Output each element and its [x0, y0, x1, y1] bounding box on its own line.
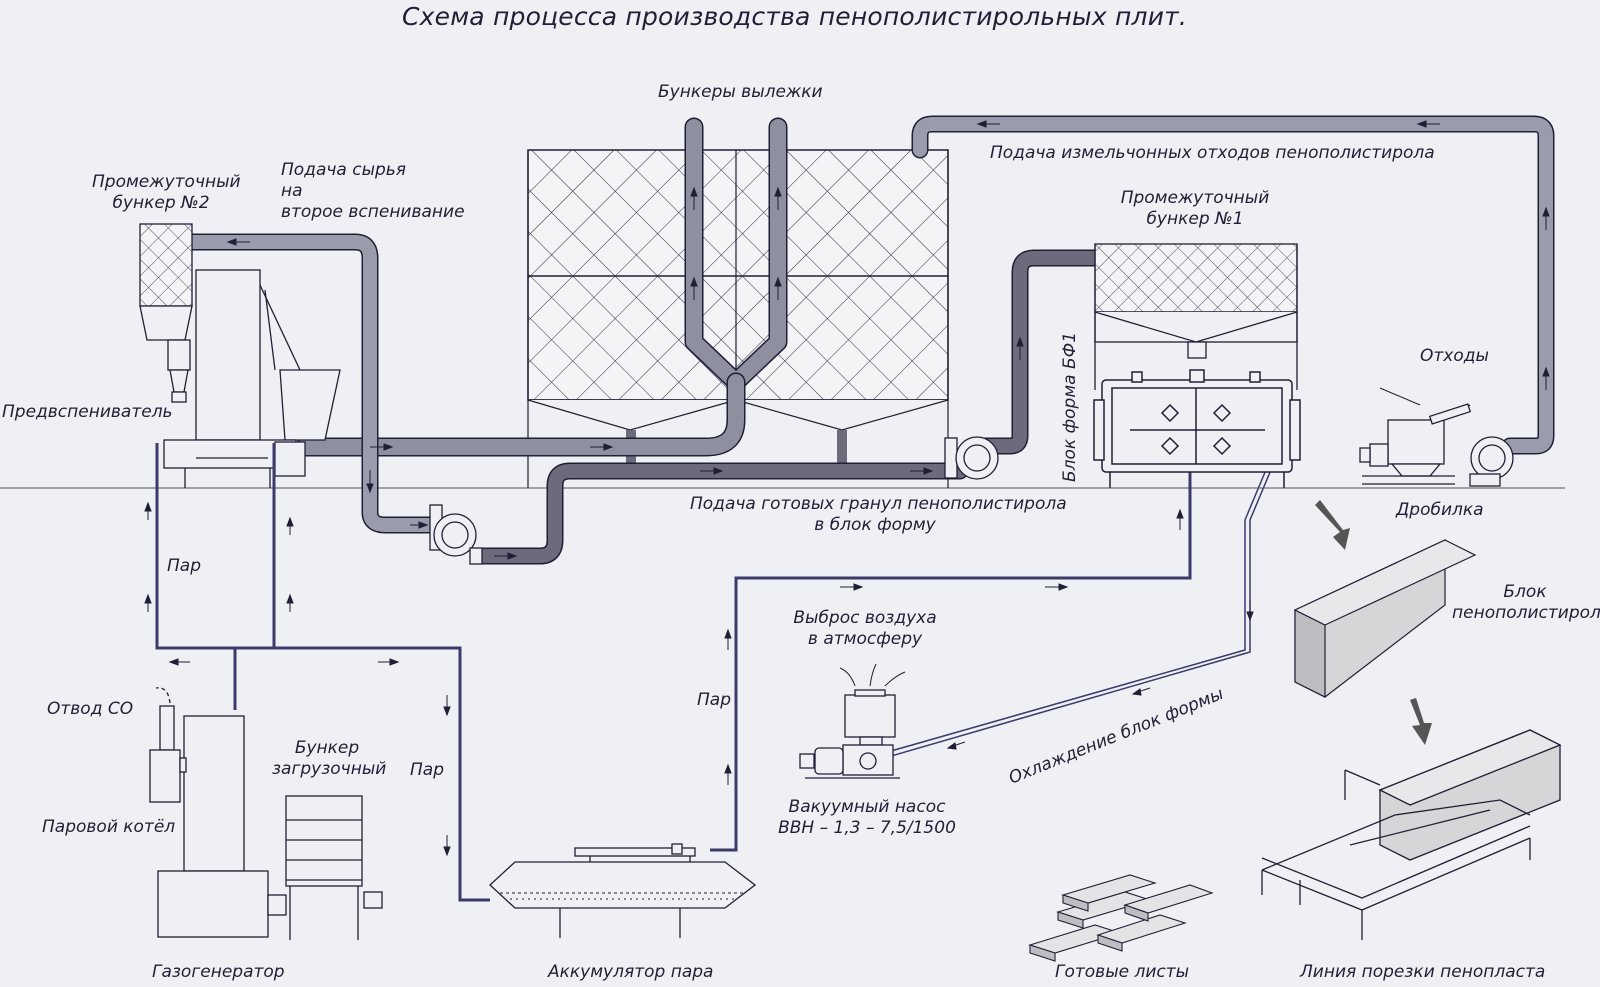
cutting-line — [1261, 729, 1562, 940]
buffer-bunker-1-line-2: бункер №1 — [1146, 209, 1244, 229]
steam-boiler — [149, 687, 287, 938]
granule-feed-label: Подача готовых гранул пенополистирола в … — [690, 494, 1067, 536]
pre-expander-label: Предвспениватель — [2, 402, 173, 422]
buffer-bunker-1-line-1: Промежуточный — [1120, 188, 1270, 208]
steam-label-2: Пар — [410, 760, 444, 780]
load-bunker-line-1: Бункер — [294, 738, 360, 758]
vacuum-pump-label: Вакуумный насос ВВН – 1,3 – 7,5/1500 — [772, 797, 962, 839]
steam-boiler-label: Паровой котёл — [42, 817, 176, 837]
block-form-bf1 — [1093, 369, 1301, 488]
steam-label-1: Пар — [167, 556, 201, 576]
pipe-arrows — [226, 120, 1550, 560]
buffer-bunker-1 — [1094, 243, 1298, 390]
air-exhaust-line-1: Выброс воздуха — [793, 608, 937, 628]
steam-accumulator-label: Аккумулятор пара — [548, 962, 714, 982]
foam-block — [1293, 539, 1477, 698]
foam-block-label: Блок пенополистирола — [1452, 582, 1600, 624]
finished-sheets-label: Готовые листы — [1055, 962, 1190, 982]
steam-lines — [155, 443, 1192, 902]
buffer-bunker-2-line-1: Промежуточный — [92, 172, 241, 192]
buffer-bunker-2-line-2: бункер №2 — [112, 193, 210, 213]
steam-line-thin — [869, 464, 1274, 762]
foam-block-line-1: Блок — [1503, 582, 1547, 602]
raw-feed-label: Подача сырья на второе вспенивание — [281, 160, 465, 223]
granule-feed-line-1: Подача готовых гранул пенополистирола — [690, 494, 1067, 514]
air-exhaust-line-2: в атмосферу — [807, 629, 923, 649]
vacuum-pump-line-1: Вакуумный насос — [788, 797, 946, 817]
load-bunker-label: Бункер загрузочный — [272, 738, 387, 780]
block-form-label: Блок форма БФ1 — [1060, 331, 1080, 482]
waste-label: Отходы — [1420, 346, 1489, 366]
steam-arrows — [144, 501, 1254, 857]
steam-label-3: Пар — [697, 690, 731, 710]
gas-generator-label: Газогенератор — [152, 962, 285, 982]
vacuum-pump-line-2: ВВН – 1,3 – 7,5/1500 — [778, 818, 956, 838]
load-bunker-line-2: загрузочный — [272, 759, 387, 779]
buffer-bunker-2-label: Промежуточный бункер №2 — [92, 172, 241, 214]
crusher-label: Дробилка — [1396, 500, 1484, 520]
cutting-line-label: Линия порезки пенопласта — [1300, 962, 1546, 982]
load-bunker — [285, 795, 383, 940]
crushed-waste-feed-label: Подача измельчонных отходов пенополистир… — [990, 143, 1435, 163]
product-arrows — [1315, 500, 1432, 745]
fan-granules — [429, 504, 483, 565]
vacuum-pump — [799, 663, 906, 779]
aging-bunkers-label: Бункеры вылежки — [658, 82, 823, 102]
buffer-bunker-1-label: Промежуточный бункер №1 — [1120, 188, 1270, 230]
crusher — [1359, 387, 1472, 485]
pre-expander — [139, 223, 341, 488]
fan-block-form — [944, 436, 999, 480]
raw-feed-line-1: Подача сырья — [281, 160, 407, 180]
steam-accumulator — [489, 843, 757, 938]
co-outlet-label: Отвод СО — [47, 699, 134, 719]
granule-feed-line-2: в блок форму — [814, 515, 936, 535]
raw-feed-line-3: второе вспенивание — [281, 202, 465, 222]
diagram-title: Схема процесса производства пенополистир… — [402, 2, 1188, 31]
foam-block-line-2: пенополистирола — [1452, 603, 1600, 623]
raw-feed-line-2: на — [281, 181, 303, 201]
finished-sheets — [1028, 874, 1214, 962]
air-exhaust-label: Выброс воздуха в атмосферу — [790, 608, 940, 650]
fan-crusher — [1469, 436, 1514, 487]
